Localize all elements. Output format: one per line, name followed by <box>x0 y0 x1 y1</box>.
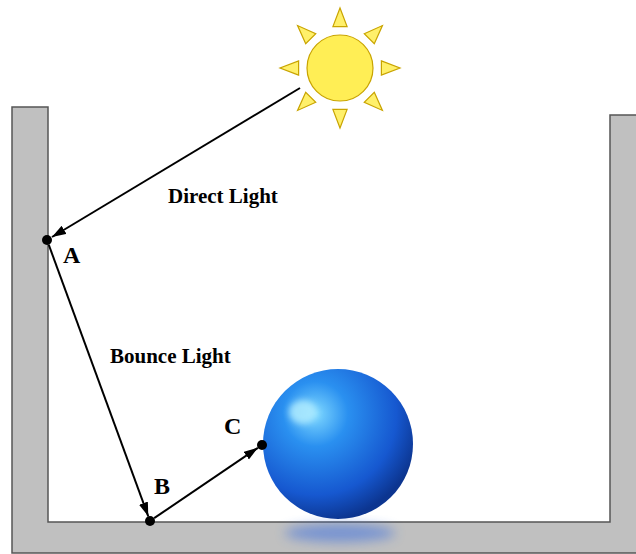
sun-ray <box>298 92 316 110</box>
sun-icon <box>280 8 400 128</box>
point-label: C <box>224 413 241 439</box>
sun-disc <box>307 35 373 101</box>
sun-ray <box>364 92 382 110</box>
light-label: Direct Light <box>168 185 278 208</box>
sun-ray <box>333 8 347 27</box>
sun-ray <box>381 61 400 75</box>
direct-light-arrow <box>52 88 300 237</box>
point-dot: B <box>145 516 155 526</box>
light-arrow <box>49 245 149 517</box>
sun-ray <box>298 26 316 44</box>
point-dot: C <box>257 440 267 450</box>
ball-shadow <box>285 524 395 542</box>
point-dot: A <box>42 235 52 245</box>
edge-label: Bounce Light <box>110 345 231 368</box>
light-arrow <box>154 448 258 518</box>
point-label: A <box>63 242 80 268</box>
blue-sphere <box>263 369 413 519</box>
sphere-highlight <box>289 400 317 424</box>
point-label: B <box>154 473 170 499</box>
sun-ray <box>280 61 299 75</box>
sun-ray <box>333 109 347 128</box>
sun-ray <box>364 26 382 44</box>
container-walls <box>12 107 636 553</box>
